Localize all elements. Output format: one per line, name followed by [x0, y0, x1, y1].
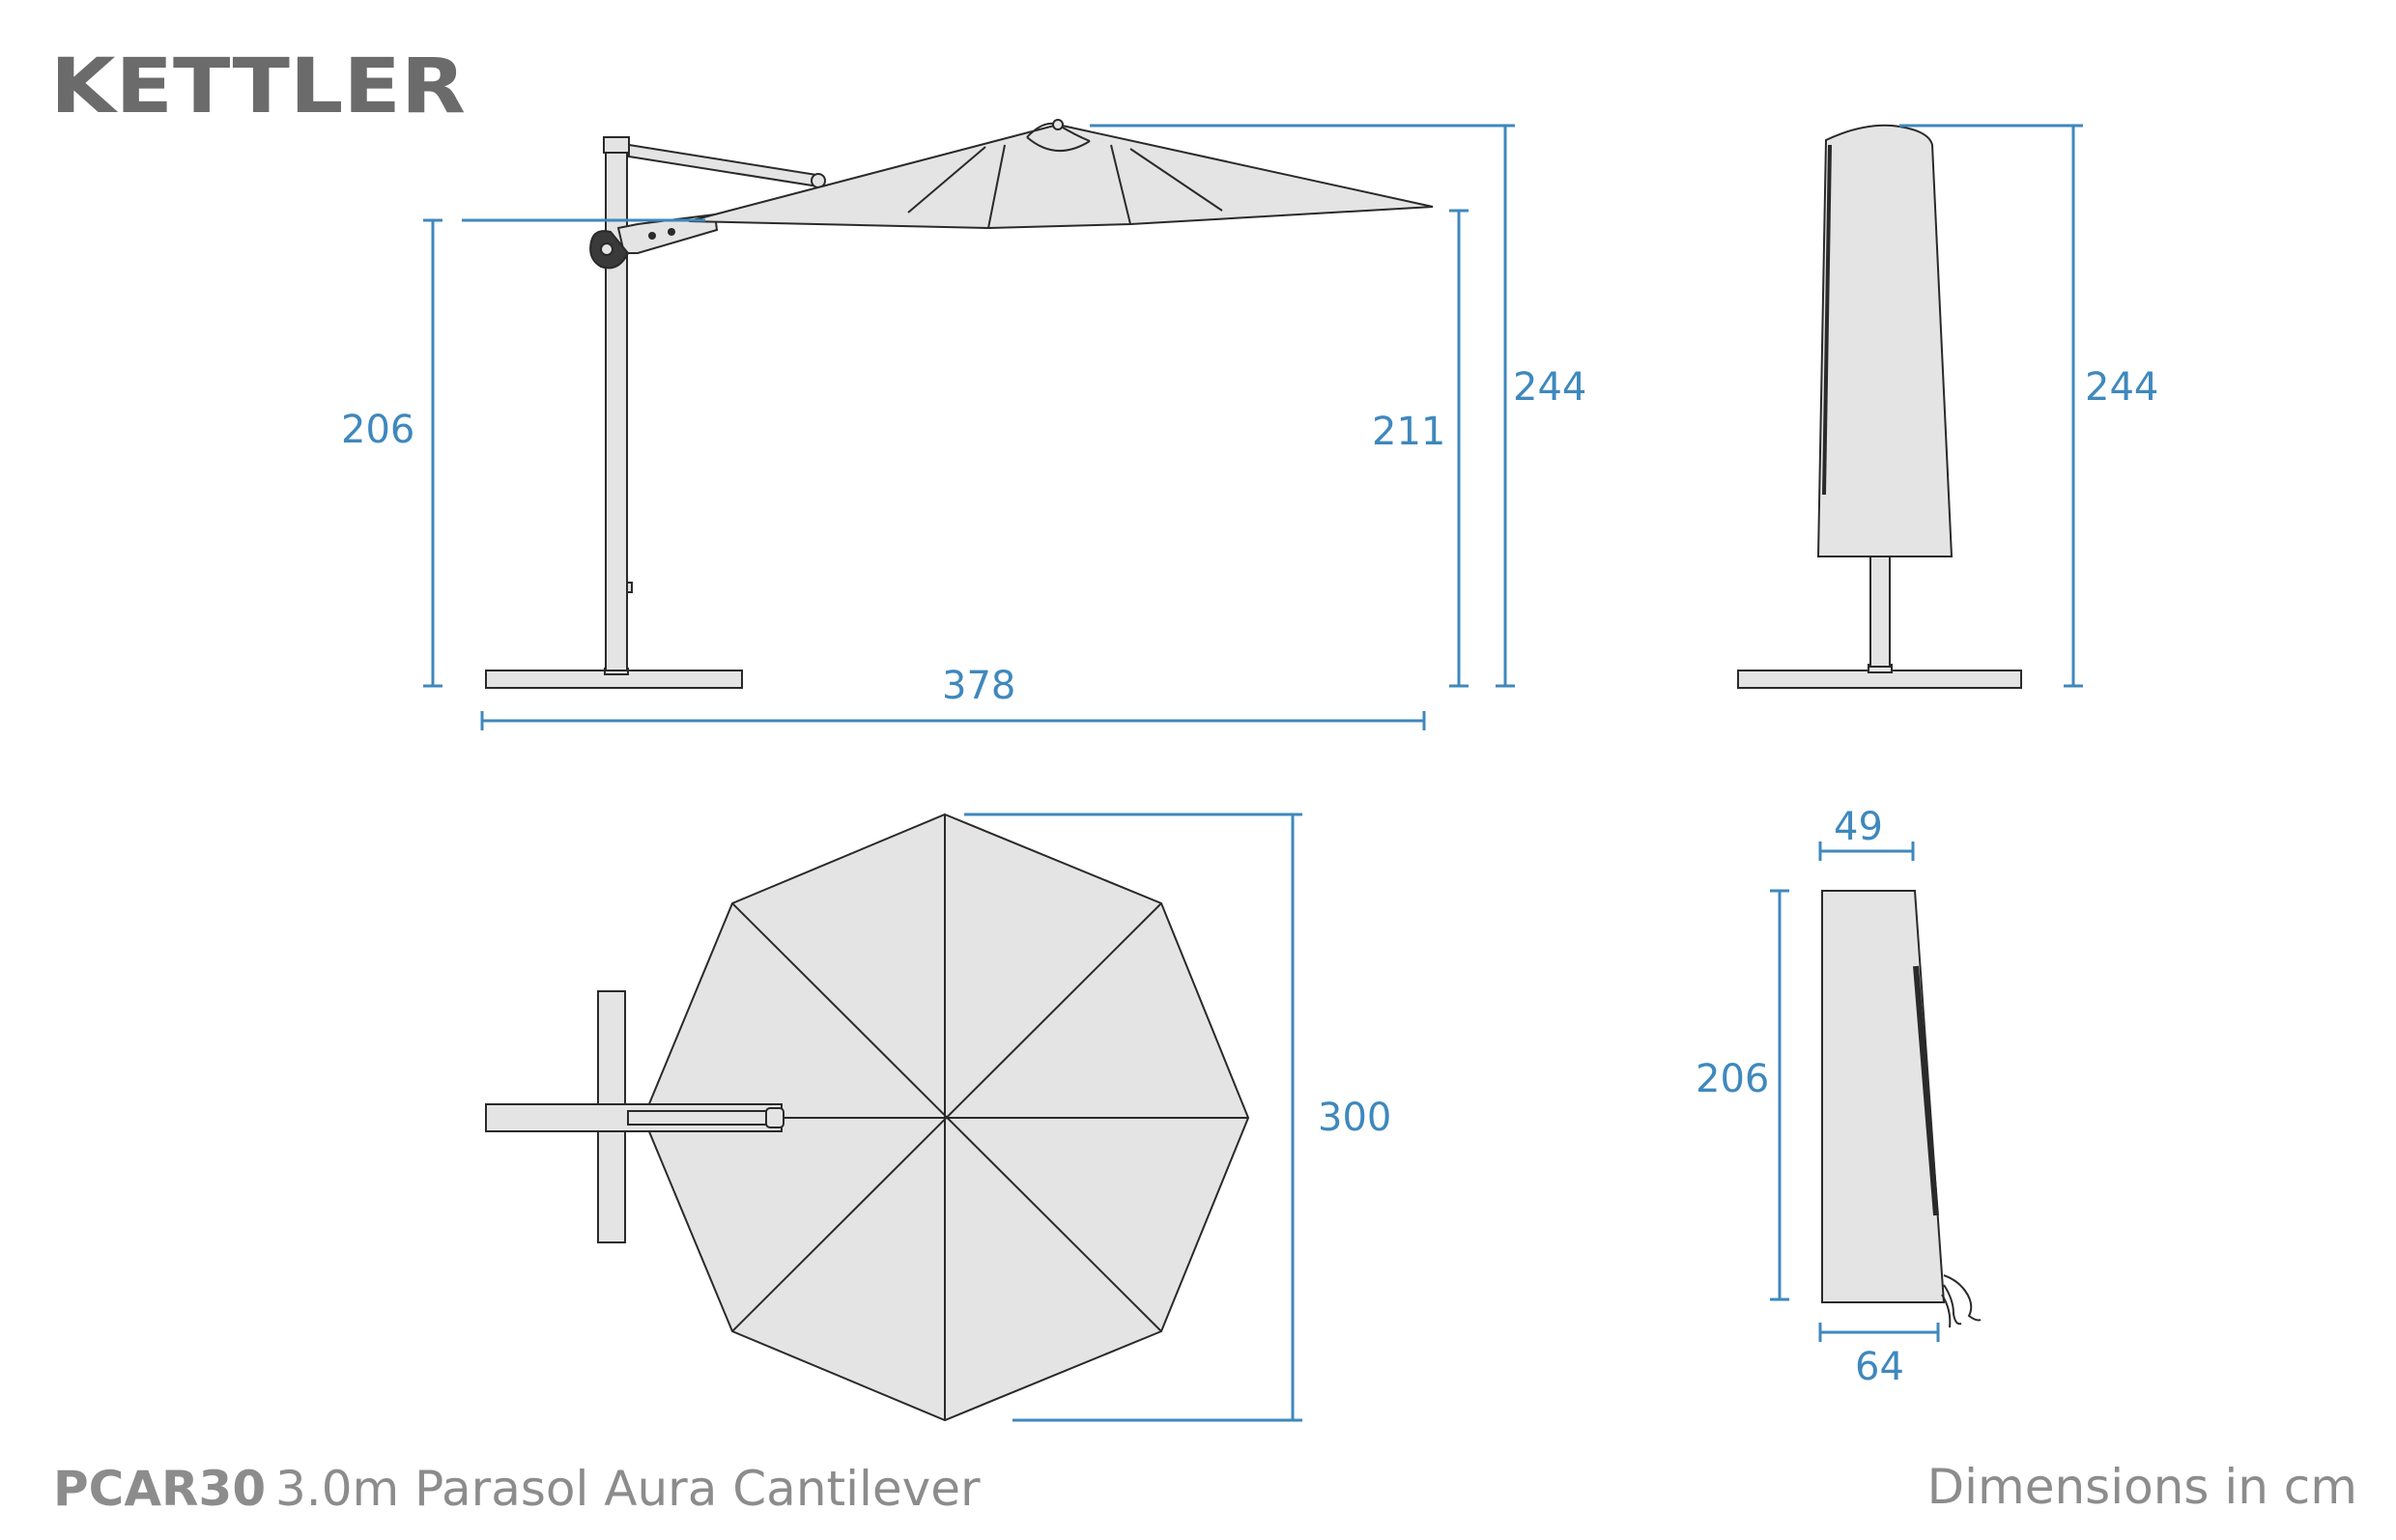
- product-name: 3.0m Parasol Aura Cantilever: [275, 1461, 981, 1517]
- dim-cover-top-width-label: 49: [1834, 805, 1883, 849]
- side-view-drawing: [485, 119, 1434, 689]
- top-view-drawing: [485, 813, 1250, 1422]
- dim-cover-base-width-label: 64: [1855, 1345, 1904, 1389]
- units-note: Dimensions in cm: [1927, 1459, 2357, 1515]
- side-pole-bolt: [626, 582, 633, 593]
- side-arm: [628, 143, 820, 188]
- dim-total-height-label: 244: [1513, 365, 1586, 410]
- side-view-dimensions: [423, 124, 1515, 730]
- dim-width-label: 378: [942, 664, 1015, 708]
- side-pole-cap: [603, 136, 630, 154]
- closed-pole: [1869, 556, 1891, 668]
- dim-cover-height-label: 206: [1696, 1057, 1769, 1101]
- closed-view-drawing: [1737, 124, 2022, 689]
- cover-drawstring: [1943, 1274, 1982, 1322]
- product-code: PCAR30: [53, 1461, 266, 1517]
- top-view-dimensions: [964, 813, 1302, 1422]
- top-arm: [627, 1110, 784, 1126]
- closed-view-dimensions: [1899, 124, 2083, 688]
- cover-body: [1821, 890, 1946, 1303]
- dim-closed-height-label: 244: [2085, 365, 2158, 410]
- side-canopy: [688, 123, 1434, 230]
- dim-pole-height-label: 206: [341, 408, 414, 452]
- kettler-logo: KETTLER: [50, 43, 466, 130]
- cover-drawing: [1821, 890, 1982, 1328]
- dim-canopy-edge-height-label: 211: [1372, 410, 1445, 454]
- dim-canopy-diameter-label: 300: [1318, 1096, 1391, 1140]
- closed-cover: [1816, 124, 1954, 557]
- cover-dimensions: [1770, 841, 1940, 1342]
- top-arm-joint: [765, 1107, 784, 1128]
